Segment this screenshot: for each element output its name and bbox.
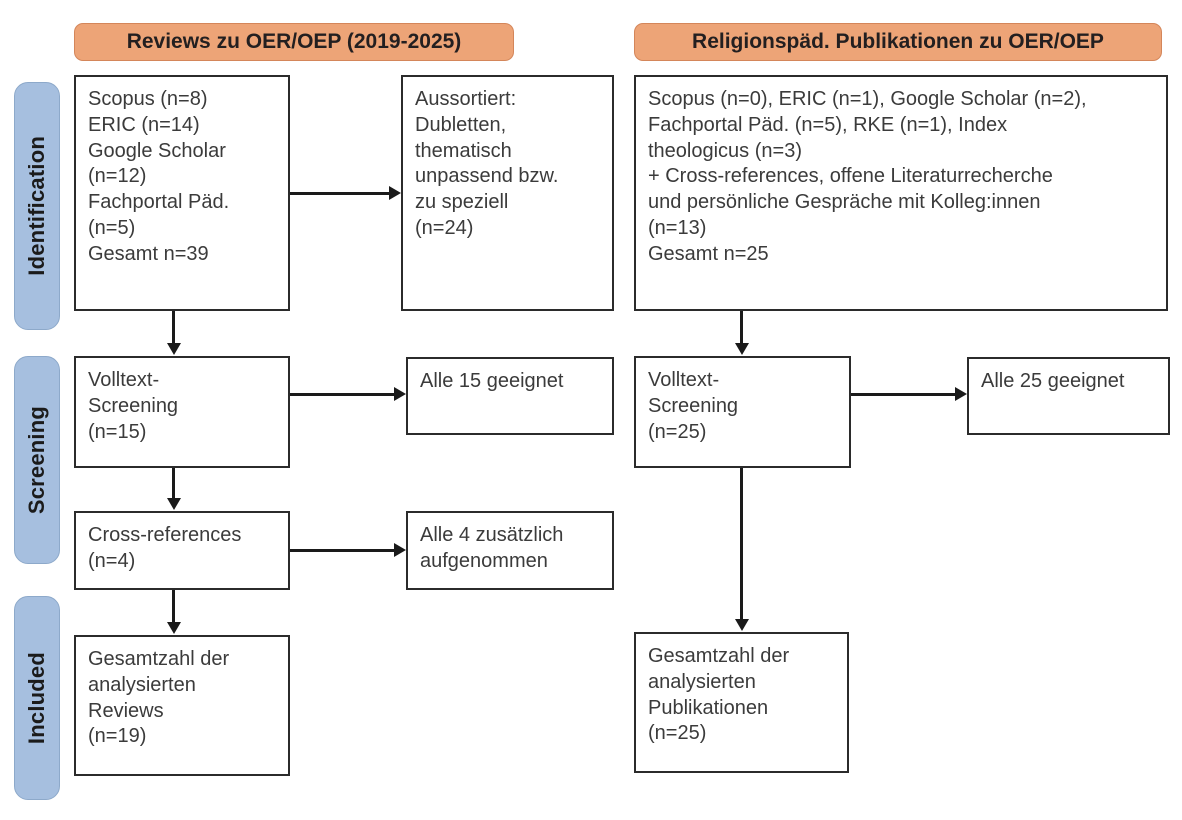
arrowhead-left-sources-to-fulltext bbox=[167, 343, 181, 355]
node-line: Cross-references bbox=[88, 524, 242, 546]
node-left-all-suitable: Alle 15 geeignet bbox=[406, 357, 614, 435]
node-line: unpassend bzw. bbox=[415, 165, 559, 188]
node-line: analysierten bbox=[648, 670, 756, 693]
node-line: Aussortiert: bbox=[415, 88, 517, 110]
node-left-all-added: Alle 4 zusätzlich aufgenommen bbox=[406, 511, 614, 590]
node-line: Screening bbox=[88, 394, 179, 417]
connector-left-fulltext-to-crossrefs bbox=[172, 468, 175, 499]
node-line: Gesamt n=25 bbox=[648, 242, 769, 265]
connector-left-crossrefs-to-included bbox=[172, 590, 175, 623]
node-line: Volltext- bbox=[648, 369, 720, 391]
column-header-reviews: Reviews zu OER/OEP (2019-2025) bbox=[74, 23, 514, 61]
node-left-sources: Scopus (n=8) ERIC (n=14) Google Scholar … bbox=[74, 75, 290, 311]
node-line: (n=5) bbox=[88, 216, 136, 239]
node-line: Fachportal Päd. (n=5), RKE (n=1), Index bbox=[648, 113, 1008, 136]
stage-label-identification-text: Identification bbox=[24, 136, 49, 276]
node-line: analysierten bbox=[88, 673, 196, 696]
node-line: (n=25) bbox=[648, 420, 707, 443]
node-line: (n=13) bbox=[648, 216, 707, 239]
node-line: Scopus (n=0), ERIC (n=1), Google Scholar… bbox=[648, 88, 1087, 110]
node-left-cross-references: Cross-references (n=4) bbox=[74, 511, 290, 590]
connector-right-fulltext-to-allfit bbox=[851, 393, 955, 396]
connector-right-sources-to-fulltext bbox=[740, 311, 743, 345]
node-right-included-total: Gesamtzahl der analysierten Publikatione… bbox=[634, 632, 849, 773]
node-line: (n=12) bbox=[88, 165, 147, 188]
arrowhead-right-sources-to-fulltext bbox=[735, 343, 749, 355]
node-line: (n=15) bbox=[88, 420, 147, 443]
node-left-fulltext-screening: Volltext- Screening (n=15) bbox=[74, 356, 290, 468]
connector-left-fulltext-to-allfit bbox=[290, 393, 394, 396]
node-line: und persönliche Gespräche mit Kolleg:inn… bbox=[648, 191, 1041, 214]
connector-left-sources-to-fulltext bbox=[172, 311, 175, 345]
node-right-fulltext-screening: Volltext- Screening (n=25) bbox=[634, 356, 851, 468]
stage-label-included-text: Included bbox=[24, 651, 49, 745]
arrowhead-left-crossrefs-to-included bbox=[167, 622, 181, 634]
connector-left-crossrefs-to-alladded bbox=[290, 549, 394, 552]
stage-label-screening: Screening bbox=[14, 356, 60, 564]
node-line: Volltext- bbox=[88, 369, 160, 391]
connector-right-fulltext-to-included bbox=[740, 468, 743, 620]
node-line: Google Scholar bbox=[88, 139, 226, 162]
node-line: Gesamt n=39 bbox=[88, 242, 209, 265]
node-line: (n=24) bbox=[415, 216, 474, 239]
node-left-included-total: Gesamtzahl der analysierten Reviews (n=1… bbox=[74, 635, 290, 776]
arrowhead-right-fulltext-to-included bbox=[735, 619, 749, 631]
node-line: ERIC (n=14) bbox=[88, 113, 200, 136]
stage-label-included: Included bbox=[14, 596, 60, 800]
node-line: Gesamtzahl der bbox=[88, 648, 230, 670]
stage-label-screening-text: Screening bbox=[24, 405, 49, 515]
node-line: Screening bbox=[648, 394, 739, 417]
node-line: Alle 4 zusätzlich bbox=[420, 524, 564, 546]
arrowhead-right-fulltext-to-allfit bbox=[955, 387, 967, 401]
node-line: Publikationen bbox=[648, 696, 769, 719]
arrowhead-left-fulltext-to-crossrefs bbox=[167, 498, 181, 510]
node-line: zu speziell bbox=[415, 191, 509, 214]
node-line: thematisch bbox=[415, 139, 512, 162]
node-line: (n=19) bbox=[88, 725, 147, 748]
arrowhead-left-sources-to-excluded bbox=[389, 186, 401, 200]
node-right-all-suitable: Alle 25 geeignet bbox=[967, 357, 1170, 435]
node-line: (n=4) bbox=[88, 549, 136, 572]
node-line: Fachportal Päd. bbox=[88, 191, 230, 214]
node-line: Reviews bbox=[88, 699, 164, 722]
node-line: Scopus (n=8) bbox=[88, 88, 208, 110]
stage-label-identification: Identification bbox=[14, 82, 60, 330]
node-line: Alle 25 geeignet bbox=[981, 370, 1125, 392]
node-left-excluded: Aussortiert: Dubletten, thematisch unpas… bbox=[401, 75, 614, 311]
node-line: Gesamtzahl der bbox=[648, 645, 790, 667]
node-line: Alle 15 geeignet bbox=[420, 370, 564, 392]
node-line: Dubletten, bbox=[415, 113, 507, 136]
node-line: aufgenommen bbox=[420, 549, 548, 572]
column-header-religionspaed-publikationen: Religionspäd. Publikationen zu OER/OEP bbox=[634, 23, 1162, 61]
node-line: + Cross-references, offene Literaturrech… bbox=[648, 165, 1053, 188]
arrowhead-left-fulltext-to-allfit bbox=[394, 387, 406, 401]
node-line: (n=25) bbox=[648, 722, 707, 745]
arrowhead-left-crossrefs-to-alladded bbox=[394, 543, 406, 557]
node-line: theologicus (n=3) bbox=[648, 139, 802, 162]
connector-left-sources-to-excluded bbox=[290, 192, 389, 195]
node-right-sources: Scopus (n=0), ERIC (n=1), Google Scholar… bbox=[634, 75, 1168, 311]
